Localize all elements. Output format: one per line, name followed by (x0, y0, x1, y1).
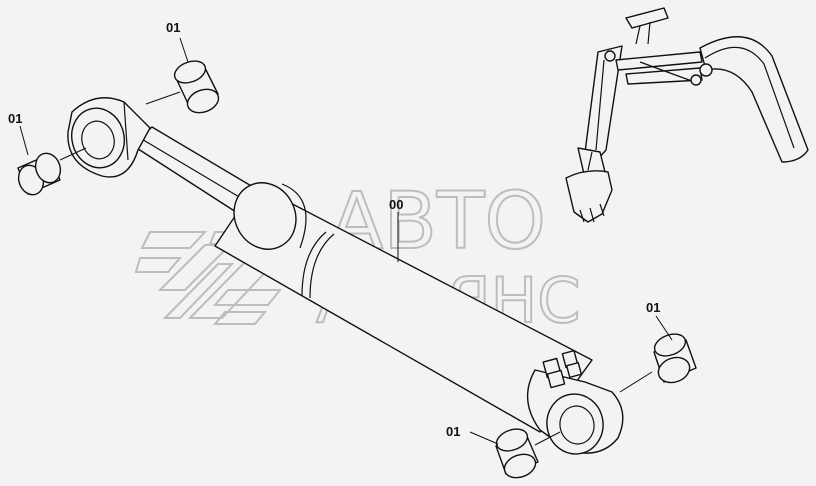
callout-bushing-top-left: 01 (166, 20, 180, 35)
cylinder-barrel (214, 182, 593, 433)
bushing-bottom (495, 428, 539, 479)
callout-bushing-right: 01 (646, 300, 660, 315)
bushing-top-left (173, 60, 220, 114)
callout-bushing-bottom: 01 (446, 424, 460, 439)
callout-cylinder-assembly: 00 (389, 197, 403, 212)
leader-lines (19, 37, 673, 446)
bushing-right (653, 333, 697, 384)
rod-eye-end (67, 97, 151, 178)
excavator-arm-overview (565, 7, 809, 223)
bushing-left (17, 152, 62, 196)
callout-bushing-left: 01 (8, 111, 22, 126)
hydraulic-cylinder (67, 97, 624, 455)
cylinder-head-end (526, 349, 624, 455)
